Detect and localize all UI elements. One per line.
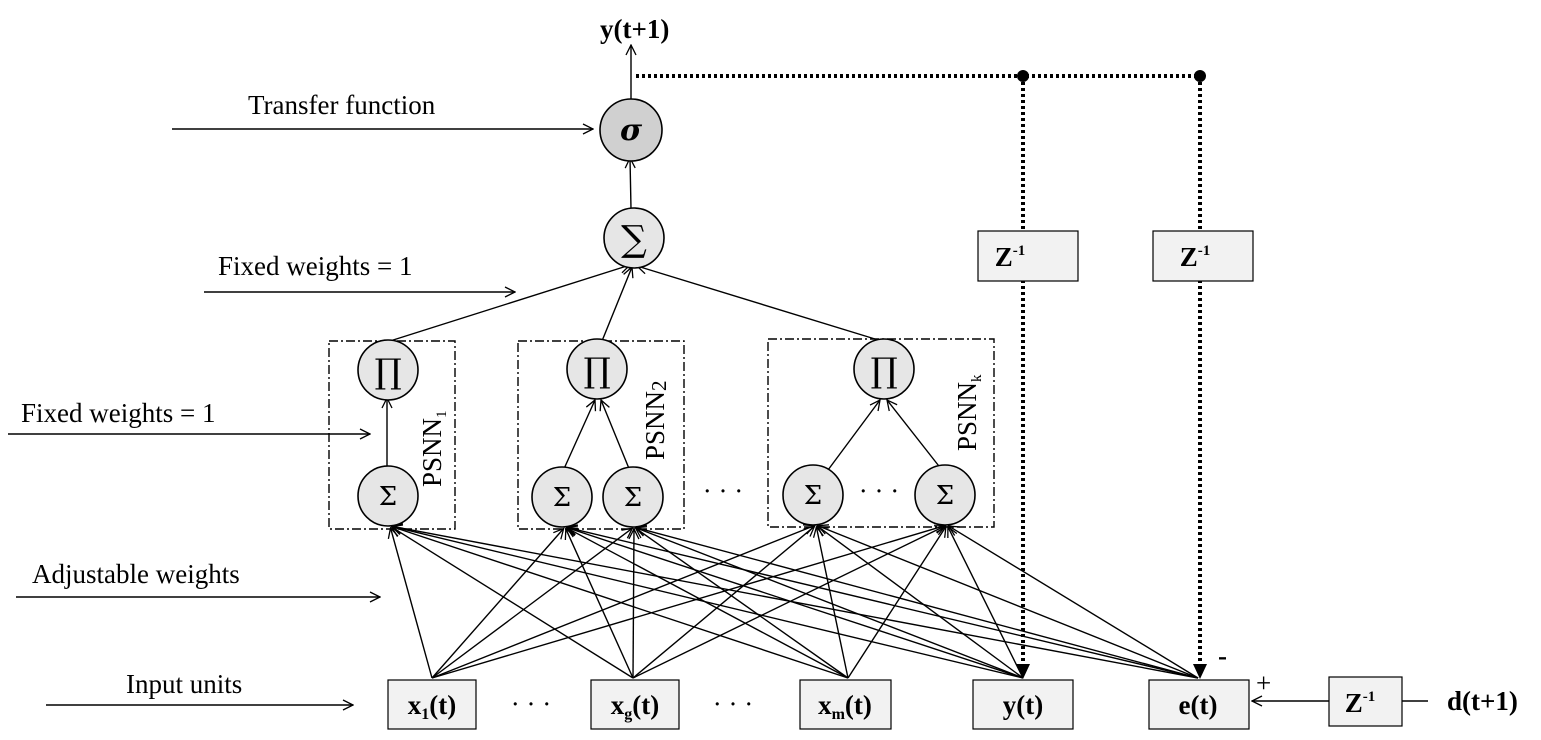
weight-link-2-1 [567, 528, 849, 679]
weight-link-1-0 [392, 527, 634, 679]
weight-link-2-0 [392, 527, 849, 679]
input-units-label: Input units [126, 669, 242, 699]
psnn-2-box [517, 340, 685, 530]
sum-node-kb [914, 464, 976, 526]
weight-link-4-3 [818, 526, 1199, 679]
weight-link-0-3 [431, 526, 814, 679]
fixed-weights-mid-label: Fixed weights = 1 [21, 398, 215, 428]
input-xm-label: xm(t) [818, 690, 872, 723]
delay-label-e: Z-1 [1180, 242, 1211, 272]
weight-link-4-1 [567, 527, 1199, 679]
fixed-weights-top-label: Fixed weights = 1 [218, 251, 412, 281]
product-symbol-k: ∏ [870, 351, 897, 391]
psnn-k-label: PSNNk [952, 374, 985, 451]
weight-link-0-4 [431, 526, 945, 679]
input-y-label: y(t) [1003, 690, 1043, 720]
product-symbol-1: ∏ [374, 352, 401, 392]
weight-link-1-1 [566, 529, 634, 679]
adjustable-weight-connections [391, 526, 1199, 679]
weight-link-4-2 [636, 528, 1199, 679]
sigma-symbol: σ [620, 113, 643, 148]
fixed-weight-link-2 [601, 267, 632, 342]
output-label: y(t+1) [600, 14, 669, 44]
weight-link-1-4 [632, 526, 945, 679]
plus-sign: + [1256, 668, 1271, 698]
input-ellipsis-1: · · · [511, 689, 551, 719]
product-node-k [853, 338, 915, 400]
sum-node-1 [357, 465, 419, 527]
psnn-2-label: PSNN2 [640, 380, 671, 460]
output-sum-node [603, 207, 665, 269]
input-y-box [972, 679, 1074, 730]
sum-node-ka [782, 464, 844, 526]
sum-node-2a [531, 466, 593, 528]
delay-label-y: Z-1 [995, 242, 1026, 272]
fixed-weight-link-1 [389, 265, 630, 342]
delay-box-e [1152, 230, 1254, 282]
weight-link-0-2 [431, 528, 632, 679]
transfer-function-label: Transfer function [248, 90, 436, 120]
input-xm-box [799, 679, 892, 730]
weight-link-2-2 [636, 528, 849, 679]
weight-link-3-2 [636, 528, 1024, 679]
psnn-2-link-b [601, 400, 631, 472]
module-ellipsis: · · · [703, 476, 743, 506]
product-node-2 [566, 338, 628, 400]
fixed-weight-link-k [637, 266, 876, 340]
sum-symbol-2b: Σ [624, 483, 642, 513]
minus-sign: - [1218, 641, 1227, 671]
psnn-k-box [767, 338, 995, 528]
delay-box-target [1328, 676, 1403, 727]
feedback-arrowhead-e [1193, 664, 1207, 679]
input-e-box [1148, 679, 1250, 730]
product-symbol-2: ∏ [583, 351, 610, 391]
junction-dot-1 [1017, 70, 1029, 82]
sum-symbol-kb: Σ [936, 481, 954, 511]
target-label: d(t+1) [1447, 686, 1518, 716]
junction-dot-2 [1194, 70, 1206, 82]
weight-link-4-0 [392, 526, 1199, 679]
weight-link-0-1 [431, 529, 564, 679]
sum-to-sigma-link [630, 158, 631, 210]
sum-node-ellipsis: · · · [859, 476, 899, 506]
input-e-label: e(t) [1179, 690, 1218, 720]
psnn-k-link-b [887, 400, 943, 471]
delay-box-y [977, 230, 1079, 282]
weight-link-2-4 [847, 527, 946, 679]
adjustable-weights-label: Adjustable weights [32, 559, 240, 589]
weight-link-2-3 [816, 527, 849, 679]
input-x1-label: x1(t) [408, 690, 456, 723]
weight-link-0-0 [391, 528, 433, 679]
psnn-k-link-a [827, 400, 880, 471]
sum-node-2b [602, 466, 664, 528]
input-xg-box [590, 679, 680, 730]
sigma-node [599, 98, 663, 162]
weight-link-4-4 [949, 526, 1199, 679]
sum-symbol-ka: Σ [804, 481, 822, 511]
product-node-1 [357, 339, 419, 401]
sum-symbol-1: Σ [379, 482, 397, 512]
sum-symbol-2a: Σ [553, 483, 571, 513]
input-x1-box [387, 679, 477, 730]
psnn-1-label: PSNN1 [417, 410, 450, 487]
psnn-2-link-a [562, 400, 595, 472]
input-ellipsis-2: · · · [713, 689, 753, 719]
weight-link-3-3 [818, 526, 1024, 679]
weight-link-3-0 [392, 526, 1024, 679]
output-sum-symbol: ∑ [621, 219, 647, 260]
weight-link-3-4 [948, 527, 1024, 679]
delay-label-target: Z-1 [1345, 688, 1376, 718]
weight-link-1-3 [632, 526, 814, 679]
input-xg-label: xg(t) [611, 690, 659, 723]
weight-link-1-2 [633, 529, 634, 679]
feedback-arrowhead-y [1016, 664, 1030, 679]
